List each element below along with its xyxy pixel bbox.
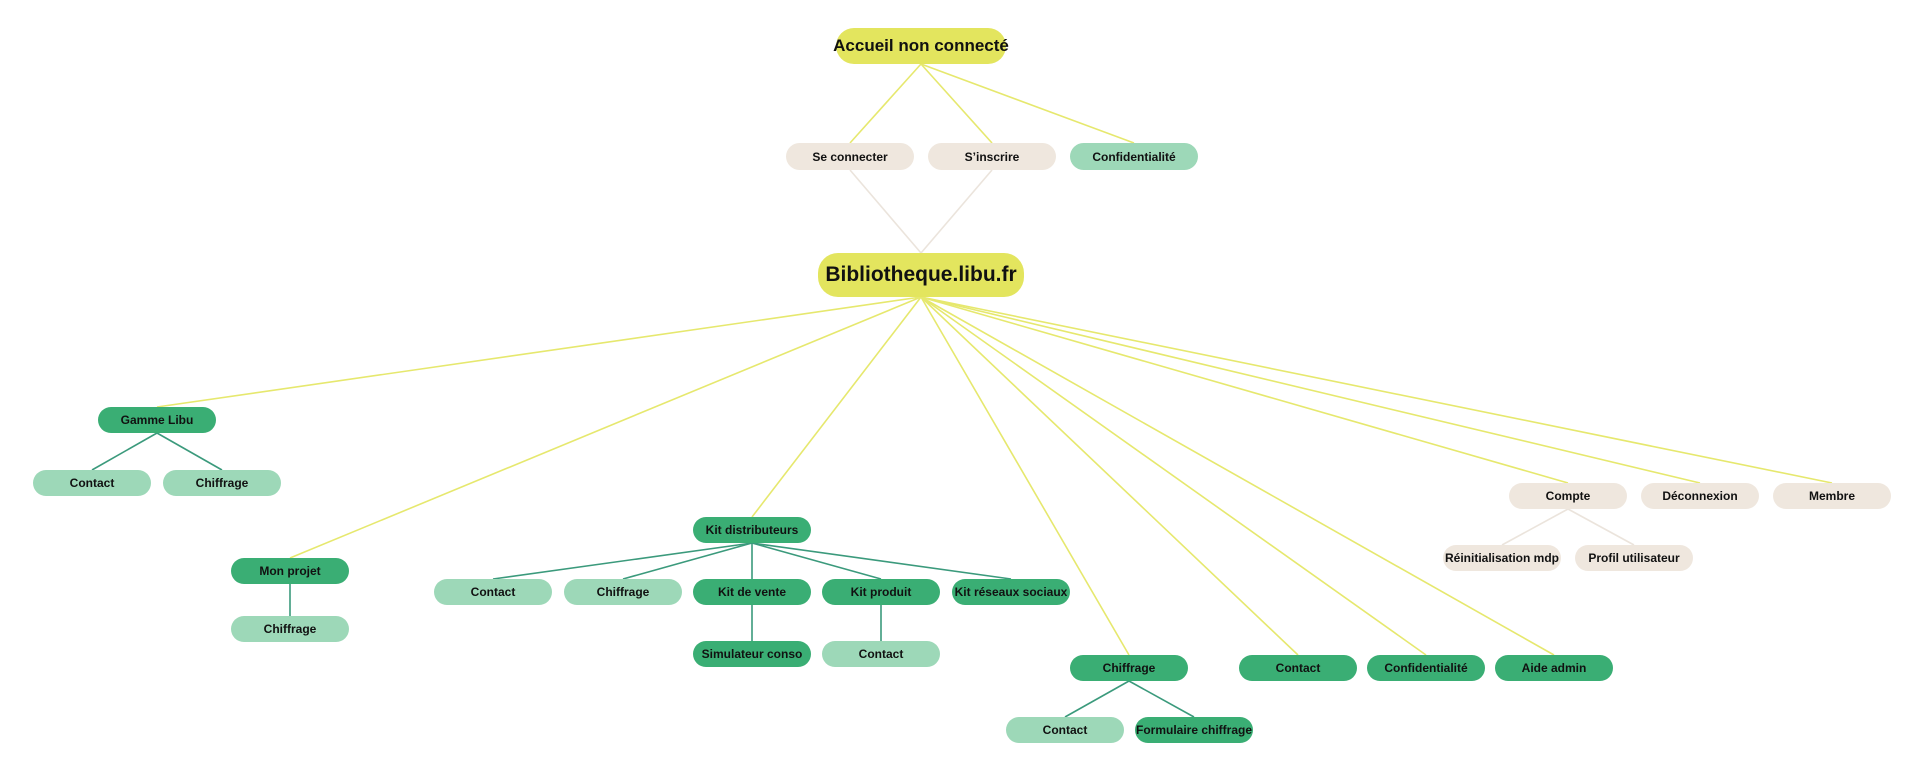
edge-bibliotheque-to-aide_admin bbox=[920, 296, 1555, 656]
node-kit-produit-contact[interactable]: Contact bbox=[822, 641, 940, 667]
edge-accueil-to-confidentialite_top bbox=[920, 63, 1135, 144]
node-kit-reseaux-sociaux[interactable]: Kit réseaux sociaux bbox=[952, 579, 1070, 605]
edge-bibliotheque-to-chiffrage bbox=[920, 296, 1130, 656]
node-deconnexion[interactable]: Déconnexion bbox=[1641, 483, 1759, 509]
node-chiffrage-contact[interactable]: Contact bbox=[1006, 717, 1124, 743]
edge-s_inscrire-to-bibliotheque bbox=[920, 169, 993, 254]
edge-bibliotheque-to-membre bbox=[920, 296, 1833, 484]
edge-bibliotheque-to-gamme_libu bbox=[156, 296, 922, 408]
node-kit-contact[interactable]: Contact bbox=[434, 579, 552, 605]
node-projet-chiffrage[interactable]: Chiffrage bbox=[231, 616, 349, 642]
node-membre[interactable]: Membre bbox=[1773, 483, 1891, 509]
node-chiffrage[interactable]: Chiffrage bbox=[1070, 655, 1188, 681]
edge-compte-to-profil_utilisateur bbox=[1567, 508, 1635, 546]
node-accueil-non-connecte[interactable]: Accueil non connecté bbox=[833, 28, 1009, 64]
edge-gamme_libu-to-gamme_chiffrage bbox=[156, 432, 223, 471]
node-contact[interactable]: Contact bbox=[1239, 655, 1357, 681]
node-reinitialisation-mdp[interactable]: Réinitialisation mdp bbox=[1443, 545, 1561, 571]
edge-chiffrage-to-chiffrage_contact bbox=[1064, 680, 1130, 718]
edge-bibliotheque-to-deconnexion bbox=[920, 296, 1701, 484]
node-confidentialite-top[interactable]: Confidentialité bbox=[1070, 143, 1198, 170]
edge-bibliotheque-to-contact bbox=[920, 296, 1299, 656]
node-profil-utilisateur[interactable]: Profil utilisateur bbox=[1575, 545, 1693, 571]
edge-bibliotheque-to-confidentialite bbox=[920, 296, 1427, 656]
edge-accueil-to-s_inscrire bbox=[920, 63, 993, 144]
edge-kit_distributeurs-to-kit_chiffrage bbox=[622, 542, 753, 580]
node-gamme-contact[interactable]: Contact bbox=[33, 470, 151, 496]
edge-gamme_libu-to-gamme_contact bbox=[91, 432, 158, 471]
node-kit-produit[interactable]: Kit produit bbox=[822, 579, 940, 605]
node-kit-distributeurs[interactable]: Kit distributeurs bbox=[693, 517, 811, 543]
node-simulateur-conso[interactable]: Simulateur conso bbox=[693, 641, 811, 667]
node-gamme-chiffrage[interactable]: Chiffrage bbox=[163, 470, 281, 496]
edge-bibliotheque-to-compte bbox=[920, 296, 1569, 484]
edge-kit_distributeurs-to-kit_reseaux bbox=[751, 542, 1012, 580]
node-confidentialite[interactable]: Confidentialité bbox=[1367, 655, 1485, 681]
edge-compte-to-reinit_mdp bbox=[1501, 508, 1569, 546]
node-gamme-libu[interactable]: Gamme Libu bbox=[98, 407, 216, 433]
node-bibliotheque-libu[interactable]: Bibliotheque.libu.fr bbox=[818, 253, 1024, 297]
edge-bibliotheque-to-mon_projet bbox=[289, 296, 922, 559]
node-kit-de-vente[interactable]: Kit de vente bbox=[693, 579, 811, 605]
node-compte[interactable]: Compte bbox=[1509, 483, 1627, 509]
edge-accueil-to-se_connecter bbox=[849, 63, 922, 144]
edge-bibliotheque-to-kit_distributeurs bbox=[751, 296, 922, 518]
edge-kit_distributeurs-to-kit_contact bbox=[492, 542, 753, 580]
node-formulaire-chiffrage[interactable]: Formulaire chiffrage bbox=[1135, 717, 1253, 743]
edge-se_connecter-to-bibliotheque bbox=[849, 169, 922, 254]
edge-chiffrage-to-formulaire_chiffrage bbox=[1128, 680, 1195, 718]
node-kit-chiffrage[interactable]: Chiffrage bbox=[564, 579, 682, 605]
node-aide-admin[interactable]: Aide admin bbox=[1495, 655, 1613, 681]
node-se-connecter[interactable]: Se connecter bbox=[786, 143, 914, 170]
edge-kit_distributeurs-to-kit_produit bbox=[751, 542, 882, 580]
node-s-inscrire[interactable]: S’inscrire bbox=[928, 143, 1056, 170]
node-mon-projet[interactable]: Mon projet bbox=[231, 558, 349, 584]
